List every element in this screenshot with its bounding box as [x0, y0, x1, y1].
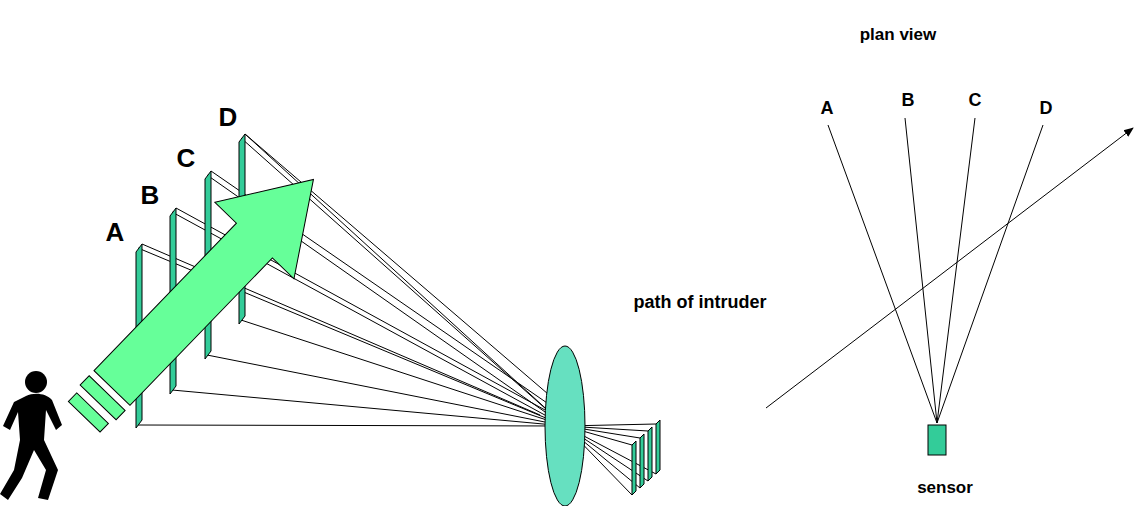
sensor-symbol [928, 425, 946, 455]
zone-letter: D [219, 104, 238, 130]
zone-letter: A [821, 99, 834, 117]
zone-letter: B [902, 91, 915, 109]
sensor-label: sensor [917, 479, 973, 496]
zone-letter: C [969, 91, 982, 109]
intruder-path [766, 128, 1133, 408]
motion-arrow [45, 141, 353, 455]
intruder-figure [0, 371, 62, 500]
zone-letter: C [177, 145, 196, 171]
detector-elements [632, 420, 660, 495]
zone-letter: B [141, 182, 160, 208]
zone-letter: D [1040, 99, 1053, 117]
view-title: plan view [860, 26, 937, 43]
plan-view-lines [766, 118, 1133, 423]
zone-letter: A [106, 219, 125, 245]
path-label: path of intruder [634, 293, 767, 311]
fresnel-lens [545, 346, 585, 506]
